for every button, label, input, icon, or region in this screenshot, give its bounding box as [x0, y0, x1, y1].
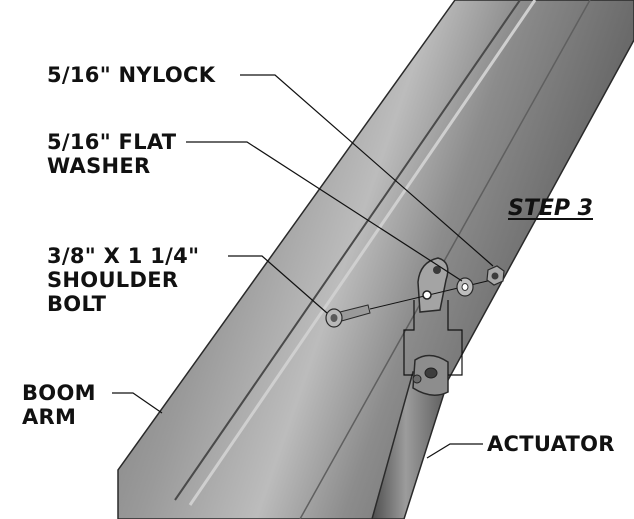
label-shoulder-bolt-line1: 3/8" X 1 1/4"	[47, 244, 200, 268]
label-flat-washer-line1: 5/16" FLAT	[47, 130, 177, 154]
explode-guide-line	[403, 300, 463, 376]
label-shoulder-bolt: 3/8" X 1 1/4" SHOULDER BOLT	[47, 244, 199, 316]
bracket-hole-marker	[422, 290, 432, 300]
leader-nylock	[240, 74, 494, 267]
boom-arm-edge-lower	[299, 0, 591, 519]
label-flat-washer-line2: WASHER	[47, 154, 151, 178]
label-nylock-line: 5/16" NYLOCK	[47, 63, 216, 87]
label-nylock: 5/16" NYLOCK	[47, 63, 215, 87]
leader-actuator	[426, 443, 483, 459]
label-boom-arm: BOOM ARM	[22, 381, 96, 429]
bolt-axis-line	[369, 277, 501, 310]
leader-washer	[186, 141, 463, 282]
leader-boom-arm	[112, 392, 163, 414]
nylock-nut	[486, 265, 505, 286]
actuator-clevis-hole	[424, 367, 438, 379]
actuator-set-screw	[412, 374, 422, 384]
label-boom-arm-line1: BOOM	[22, 381, 96, 405]
step-title: STEP 3	[508, 196, 593, 221]
shoulder-bolt	[325, 304, 371, 328]
leader-bolt	[228, 255, 328, 314]
label-actuator: ACTUATOR	[487, 432, 615, 456]
label-actuator-line: ACTUATOR	[487, 432, 615, 456]
boom-arm-tube	[117, 0, 634, 519]
label-shoulder-bolt-line3: BOLT	[47, 292, 107, 316]
boom-arm-edge-highlight	[188, 0, 537, 506]
boom-arm-edge-upper	[174, 0, 521, 501]
mounting-tab-hole	[433, 266, 441, 274]
label-flat-washer: 5/16" FLAT WASHER	[47, 130, 176, 178]
label-shoulder-bolt-line2: SHOULDER	[47, 268, 179, 292]
label-boom-arm-line2: ARM	[22, 405, 77, 429]
flat-washer	[456, 277, 474, 297]
